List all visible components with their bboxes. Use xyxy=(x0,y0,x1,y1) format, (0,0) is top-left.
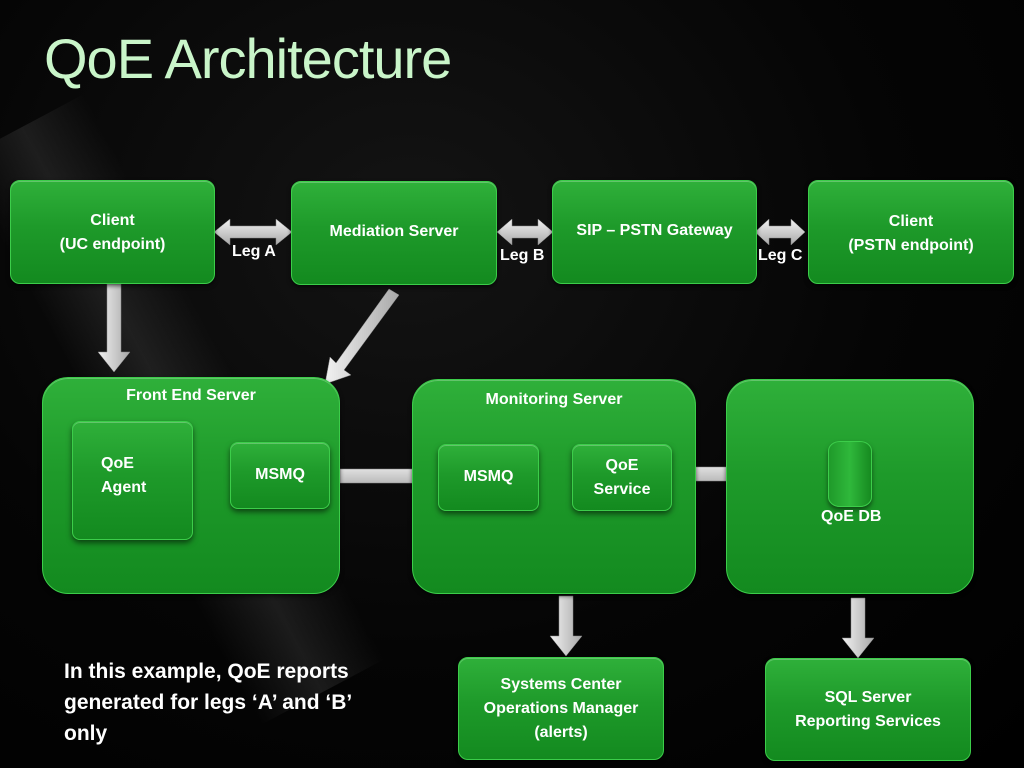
qoe-agent-line2: Agent xyxy=(101,479,147,496)
leg-a-double-arrow xyxy=(213,218,293,246)
qoe-service-box: QoE Service xyxy=(572,444,672,511)
client-pstn-line1: Client xyxy=(888,213,934,230)
ssrs-line2: Reporting Services xyxy=(795,712,941,730)
mediation-to-frontend-arrow xyxy=(324,288,400,385)
qoe-db-label: QoE DB xyxy=(821,508,882,525)
client-uc-line2: (UC endpoint) xyxy=(59,236,166,253)
leg-c-label: Leg C xyxy=(758,247,803,264)
mediation-server-label: Mediation Server xyxy=(329,223,459,240)
leg-b-double-arrow xyxy=(496,218,554,246)
mediation-server-box: Mediation Server xyxy=(291,181,497,285)
scom-line2: Operations Manager xyxy=(483,699,639,717)
qoe-service-line2: Service xyxy=(593,480,651,498)
qoe-agent-line1: QoE xyxy=(101,455,134,472)
ssrs-line1: SQL Server xyxy=(824,688,912,706)
scom-line1: Systems Center xyxy=(500,675,622,693)
sip-pstn-gateway-box: SIP – PSTN Gateway xyxy=(552,180,757,284)
monitoring-to-scom-arrow xyxy=(549,595,583,657)
client-uc-endpoint-box: Client (UC endpoint) xyxy=(10,180,215,284)
qoe-agent-box: QoE Agent xyxy=(72,421,193,540)
scom-line3: (alerts) xyxy=(534,723,588,741)
fe-msmq-box: MSMQ xyxy=(230,442,330,509)
client-pstn-line2: (PSTN endpoint) xyxy=(848,237,974,254)
client-pstn-endpoint-box: Client (PSTN endpoint) xyxy=(808,180,1014,284)
db-to-ssrs-arrow xyxy=(841,597,875,659)
leg-a-label: Leg A xyxy=(232,243,276,260)
sip-pstn-gateway-label: SIP – PSTN Gateway xyxy=(576,222,733,239)
client-uc-line1: Client xyxy=(90,212,135,229)
legs-note: In this example, QoE reports generated f… xyxy=(64,660,352,745)
slide-title: QoE Architecture xyxy=(44,27,452,90)
ssrs-box: SQL Server Reporting Services xyxy=(765,658,971,761)
monitoring-server-label: Monitoring Server xyxy=(485,391,623,408)
mon-msmq-box: MSMQ xyxy=(438,444,539,511)
database-cylinder-icon xyxy=(828,441,872,507)
fe-msmq-label: MSMQ xyxy=(255,466,305,483)
leg-b-label: Leg B xyxy=(500,247,545,264)
client-to-frontend-arrow xyxy=(97,283,131,373)
front-end-server-label: Front End Server xyxy=(126,387,256,404)
leg-c-double-arrow xyxy=(754,218,806,246)
scom-box: Systems Center Operations Manager (alert… xyxy=(458,657,664,760)
qoe-service-line1: QoE xyxy=(605,456,639,474)
mon-msmq-label: MSMQ xyxy=(463,468,514,485)
